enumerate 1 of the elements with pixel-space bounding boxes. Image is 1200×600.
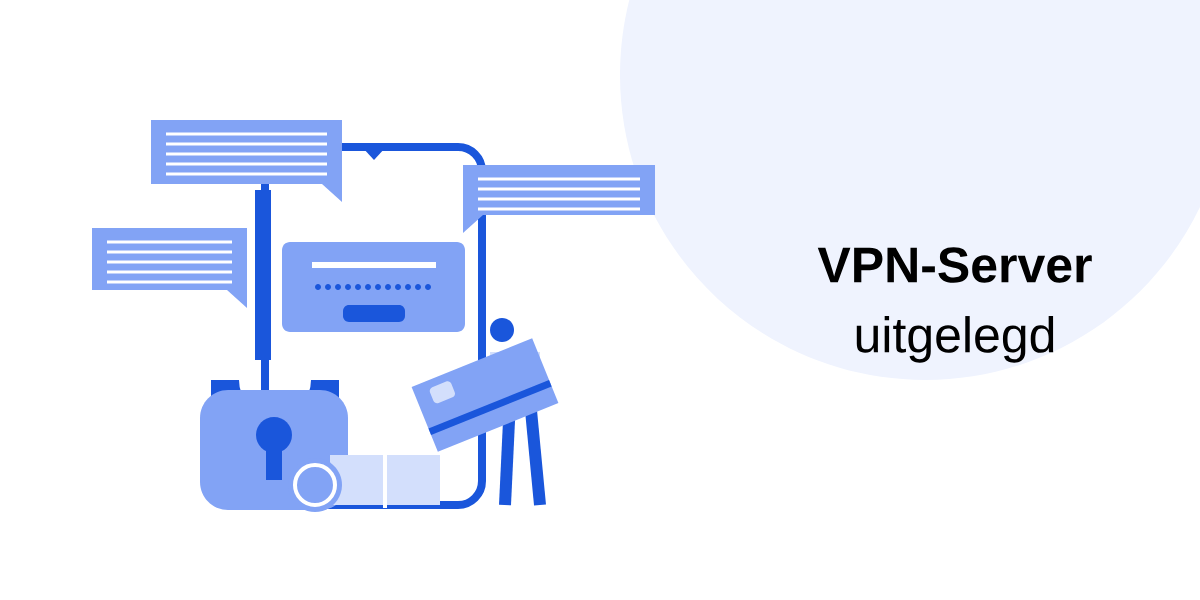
title: VPN-Server uitgelegd [817,247,1092,363]
